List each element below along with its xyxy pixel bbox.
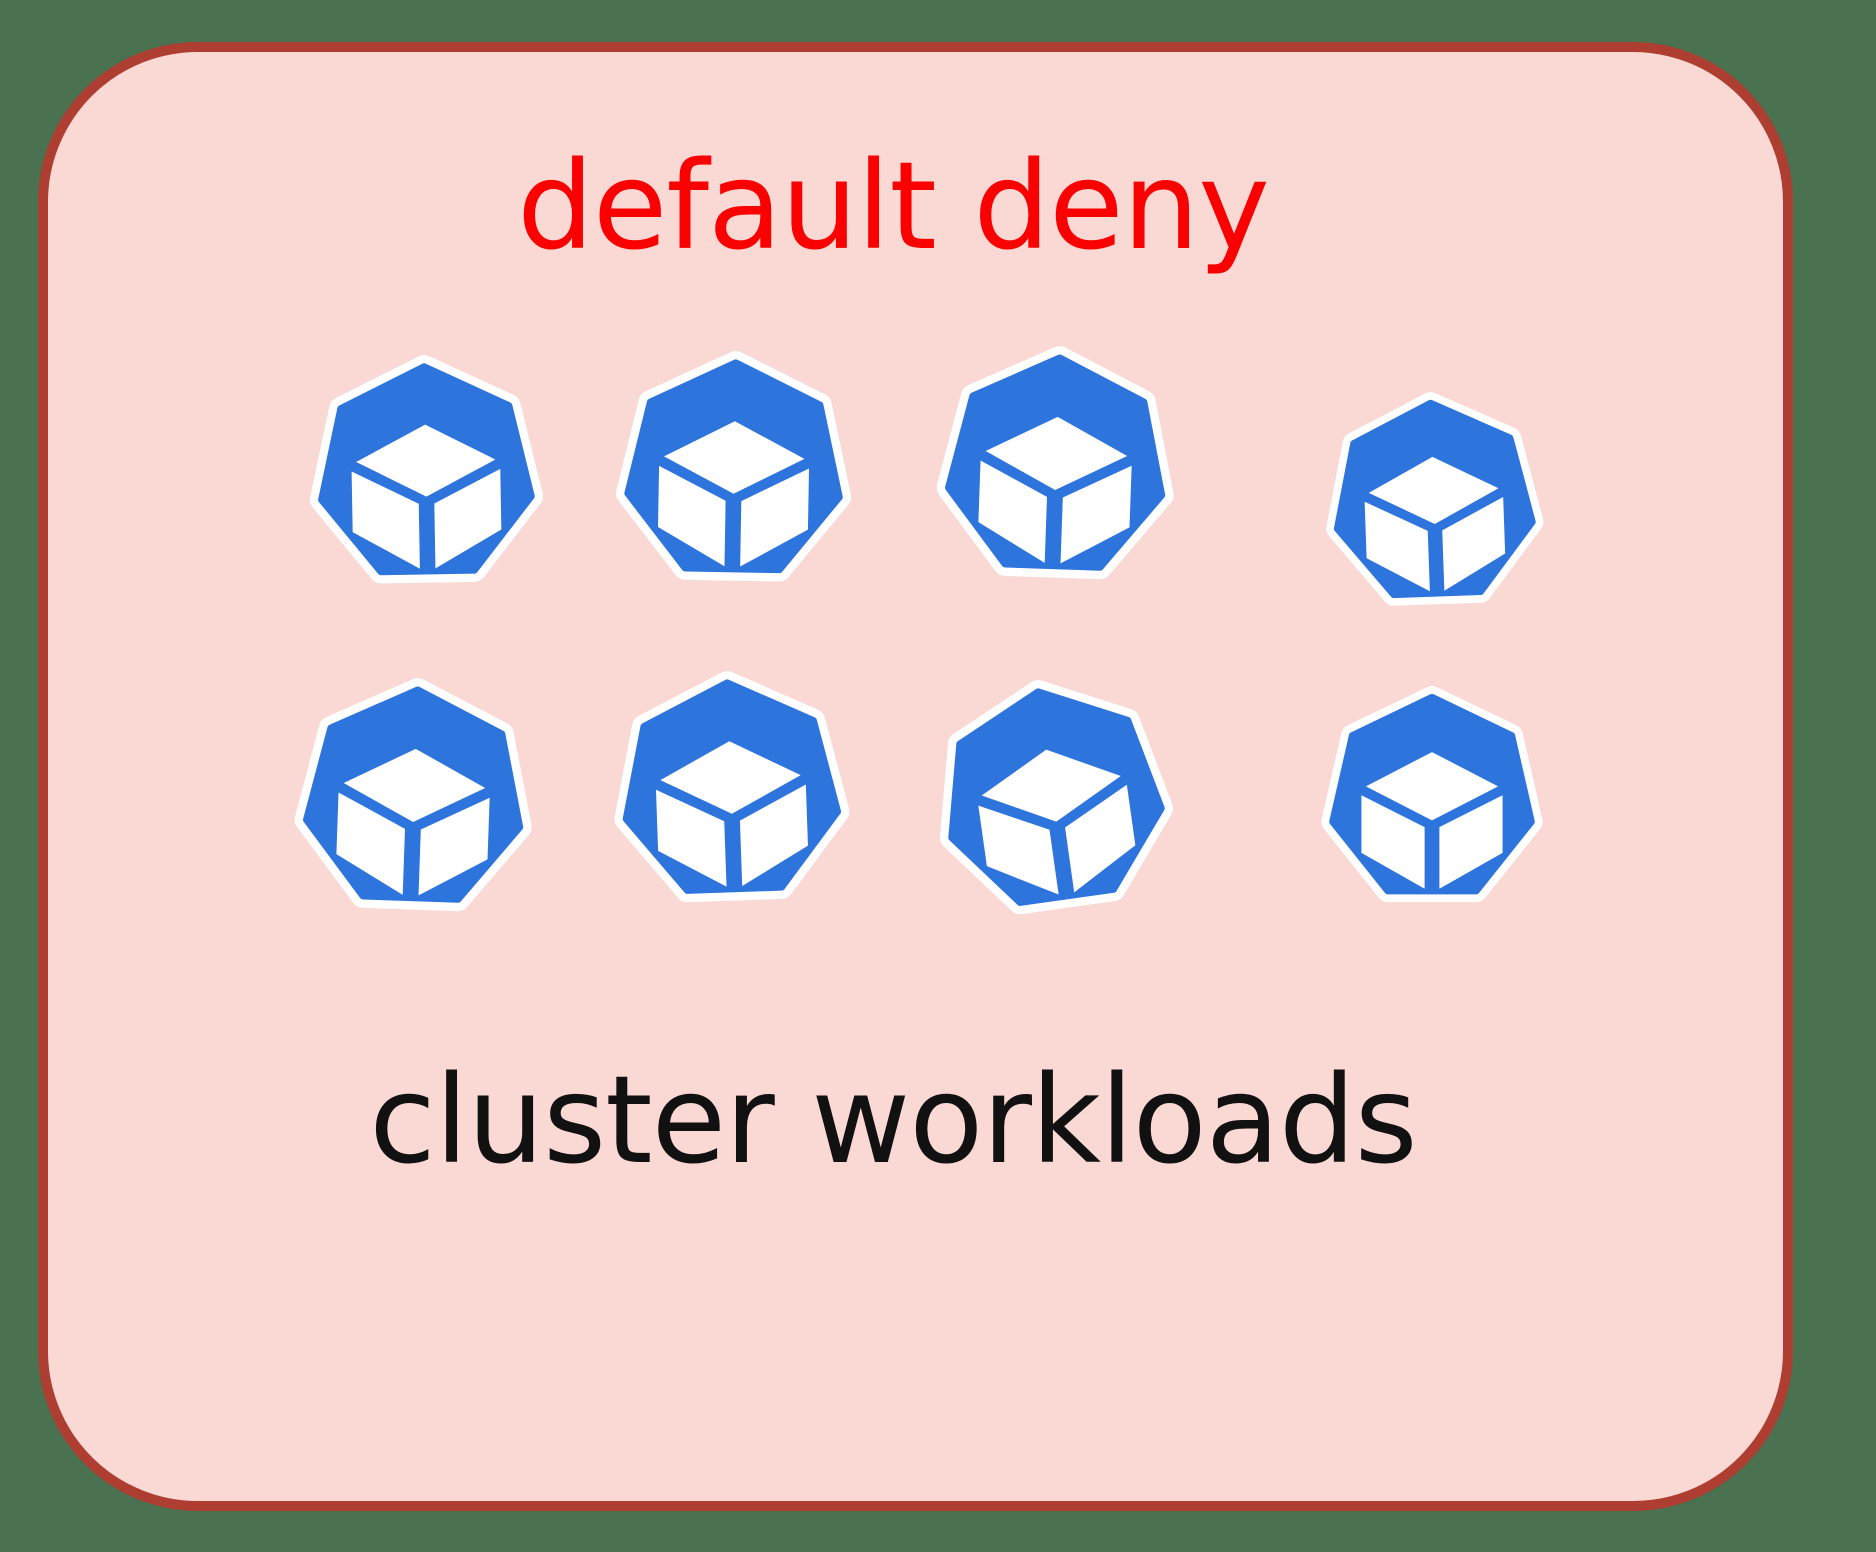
default-deny-zone: default deny — [38, 42, 1793, 1511]
kubernetes-pod-icon — [1320, 686, 1544, 910]
kubernetes-pod-icon — [919, 664, 1188, 933]
default-deny-label: default deny — [517, 136, 1270, 277]
kubernetes-pod-icon — [932, 342, 1180, 590]
cluster-workloads-label: cluster workloads — [369, 1050, 1417, 1191]
kubernetes-pod-icon — [608, 667, 854, 913]
kubernetes-pod-icon — [306, 353, 546, 593]
kubernetes-pod-icon — [1320, 388, 1548, 616]
kubernetes-pod-icon — [290, 674, 538, 922]
kubernetes-pod-icon — [613, 349, 855, 591]
